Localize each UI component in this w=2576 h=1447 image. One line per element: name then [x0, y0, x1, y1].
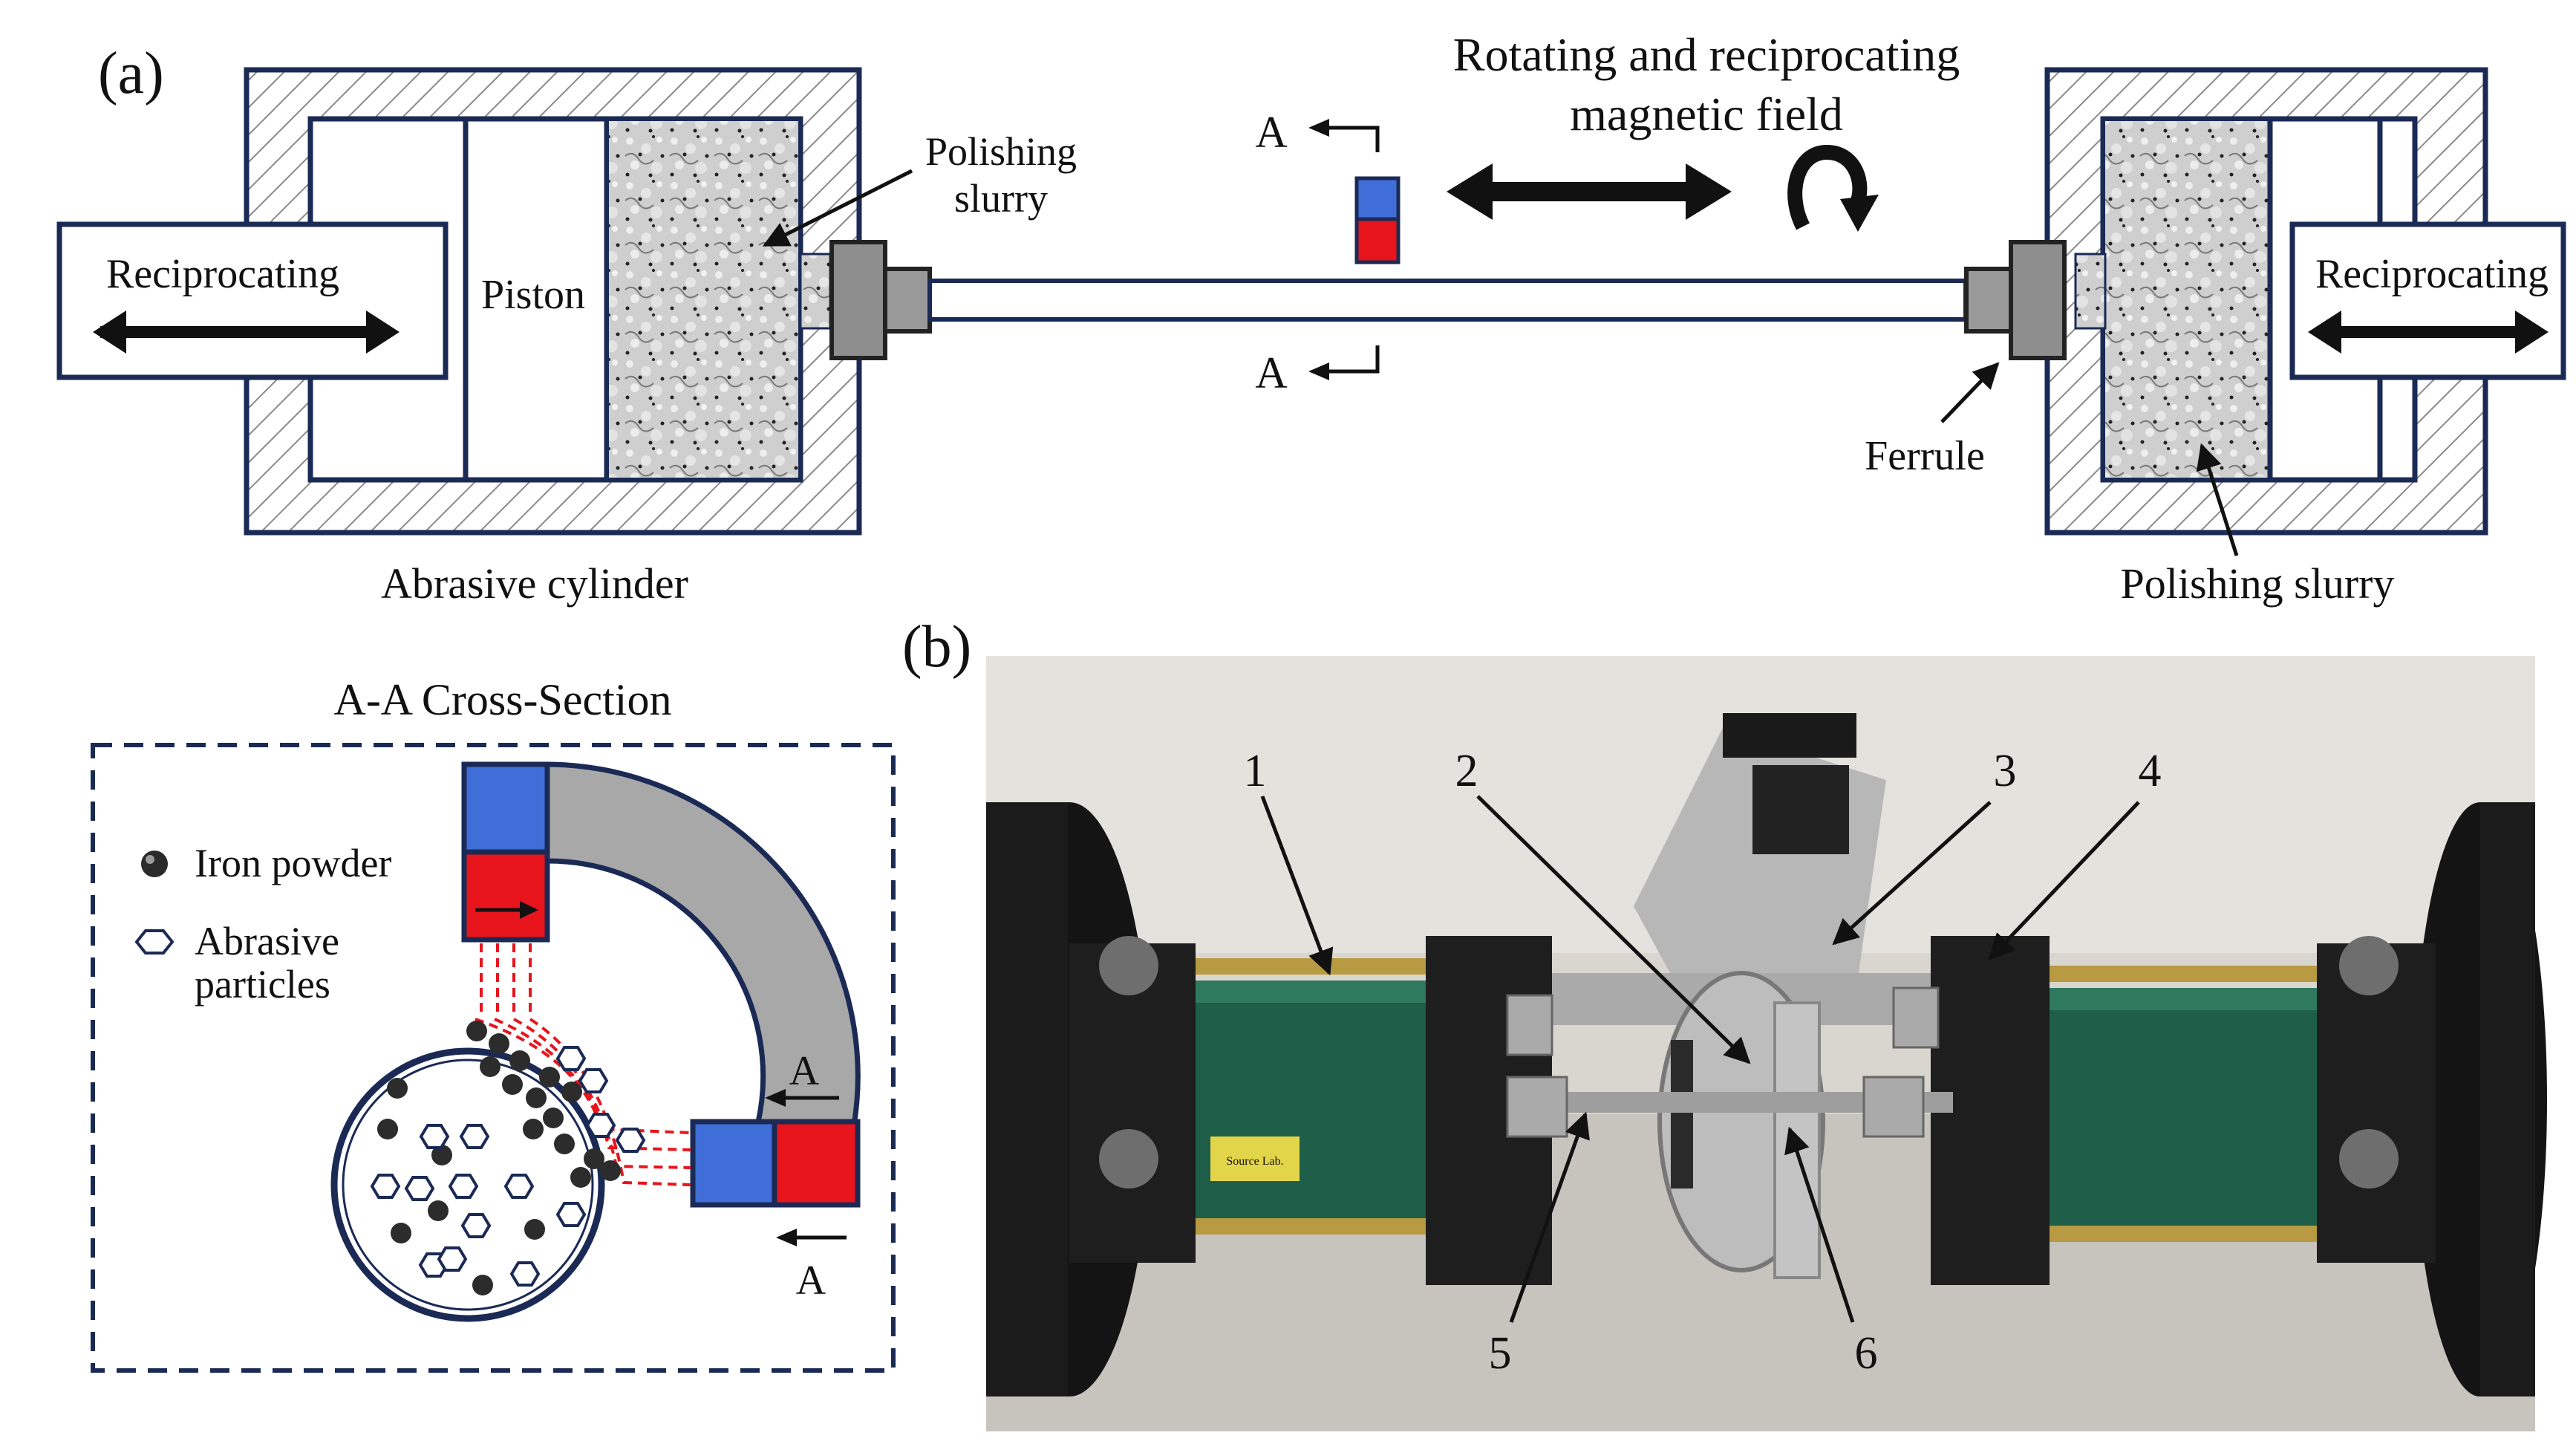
- right-reciprocating-label: Reciprocating: [2315, 251, 2549, 297]
- callout-1: 1: [1244, 746, 1267, 796]
- legend-abrasive-line1: Abrasive: [195, 919, 339, 963]
- callout-2: 2: [1455, 746, 1478, 796]
- section-mark-bottom: A: [1255, 348, 1287, 397]
- callout-4: 4: [2139, 746, 2162, 796]
- panel-b: (b) Source Lab.: [902, 614, 2547, 1431]
- top-magnet-red: [461, 849, 550, 943]
- callout-3-arrow: [1832, 801, 1992, 946]
- legend-iron-powder: Iron powder: [195, 841, 391, 885]
- left-slurry-chamber: [604, 117, 803, 482]
- cross-section-title: A-A Cross-Section: [334, 675, 672, 724]
- panel-b-label: (b): [902, 614, 971, 680]
- panel-a: (a) Reciprocating Piston: [56, 28, 2566, 608]
- callout-1-arrow: [1260, 796, 1334, 976]
- callout-3: 3: [1994, 746, 2017, 796]
- left-ferrule-large: [829, 240, 887, 360]
- top-magnet-blue: [461, 761, 550, 855]
- polishing-slurry-top-line1: Polishing: [925, 129, 1077, 174]
- callout-5: 5: [1489, 1328, 1512, 1379]
- panel-a-label: (a): [98, 41, 164, 106]
- cross-section-mark-top: A: [789, 1048, 820, 1094]
- section-mark-top-arrow: [1320, 126, 1380, 152]
- legend-abrasive-line2: particles: [195, 962, 330, 1007]
- rotation-arrow-icon: [1787, 144, 1879, 232]
- callout-2-arrow: [1476, 795, 1751, 1064]
- callout-5-arrow: [1509, 1111, 1590, 1323]
- callout-6: 6: [1855, 1328, 1878, 1379]
- field-label-line1: Rotating and reciprocating: [1453, 28, 1960, 81]
- abrasive-particles: [370, 1046, 646, 1287]
- left-abrasive-cylinder: Reciprocating Piston: [56, 67, 932, 536]
- cylinder-sticker-text: Source Lab.: [1226, 1155, 1283, 1168]
- magnetic-yoke: [544, 761, 861, 1128]
- left-reciprocating-rod: [56, 221, 449, 380]
- abrasive-cylinder-label: Abrasive cylinder: [381, 559, 688, 608]
- cross-section-panel: A-A Cross-Section Iron powder Abrasive p…: [91, 675, 896, 1373]
- section-mark-top: A: [1255, 108, 1287, 157]
- polishing-slurry-top-line2: slurry: [954, 176, 1048, 221]
- iron-powder-particles: [377, 1021, 621, 1295]
- left-ferrule-small: [883, 267, 932, 334]
- callout-4-arrow: [1988, 801, 2140, 960]
- field-label-line2: magnetic field: [1570, 88, 1843, 140]
- right-ferrule-small: [1964, 267, 2013, 334]
- right-ferrule-large: [2009, 240, 2067, 360]
- iron-powder-legend-icon: [141, 851, 168, 877]
- left-piston: [463, 116, 610, 483]
- polishing-slurry-bottom-label: Polishing slurry: [2121, 559, 2395, 608]
- left-green-cylinder: [1196, 981, 1426, 1226]
- experimental-setup-photo: Source Lab.: [986, 656, 2547, 1431]
- ferrule-label: Ferrule: [1865, 433, 1985, 479]
- polishing-slurry-top-arrow: [762, 169, 913, 247]
- moving-magnet: [1354, 176, 1401, 264]
- callout-6-arrow: [1784, 1126, 1855, 1323]
- section-mark-bottom-arrow: [1320, 345, 1380, 374]
- cross-section-mark-bottom: A: [796, 1258, 826, 1304]
- right-slurry-chamber: [2101, 117, 2272, 482]
- workpiece-tube: [927, 279, 1968, 322]
- abrasive-particle-legend-icon: [134, 929, 175, 955]
- piston-label: Piston: [481, 272, 585, 318]
- right-magnet-red: [772, 1119, 861, 1208]
- ferrule-arrow: [1940, 362, 2000, 423]
- right-magnet-blue: [690, 1119, 777, 1208]
- right-reciprocating-rod: [2289, 221, 2566, 380]
- right-abrasive-cylinder: Reciprocating: [1964, 67, 2566, 536]
- cross-section-frame: [91, 743, 896, 1373]
- polishing-slurry-bottom-arrow: [2196, 443, 2239, 556]
- left-reciprocating-label: Reciprocating: [106, 251, 339, 297]
- right-green-cylinder: [2050, 988, 2317, 1226]
